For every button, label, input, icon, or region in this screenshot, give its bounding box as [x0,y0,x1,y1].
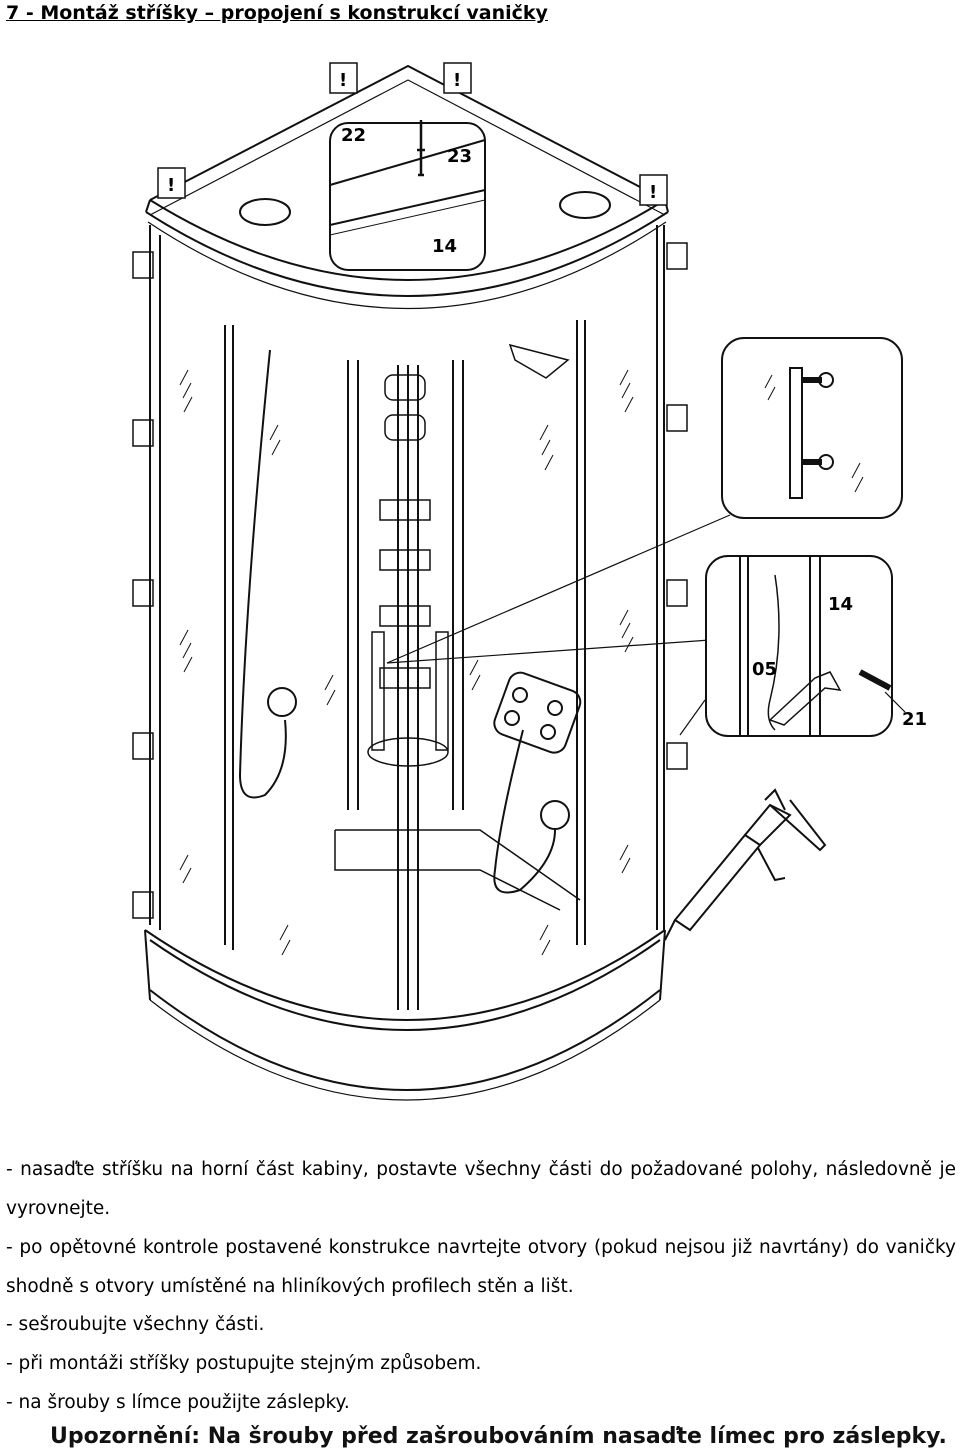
silicone-gun [664,788,827,941]
instruction-paragraph-4: - při montáži stříšky postupujte stejným… [6,1353,482,1374]
roof-light-left [239,198,291,226]
glass-hatching [179,369,634,956]
warning-mark-icon: ! [649,182,657,203]
shower-tray [144,829,666,1101]
warning-mark-icon: ! [167,175,175,196]
callout-bottom-label-05: 05 [752,659,777,680]
hoses [238,343,582,894]
callout-leader-lines [386,514,731,736]
instruction-paragraph-5: - na šrouby s límce použijte záslepky. [6,1392,350,1413]
instruction-paragraph-1: - nasaďte stříšku na horní část kabiny, … [6,1159,956,1219]
warning-note: Upozornění: Na šrouby před zašroubováním… [50,1424,947,1449]
instruction-paragraph-2: - po opětovné kontrole postavené konstru… [6,1237,956,1297]
callout-top-label-22: 22 [341,125,366,146]
instruction-paragraph-3: - sešroubujte všechny části. [6,1314,265,1335]
roof-canopy [145,64,669,309]
shower-cabin-assembly-diagram: 22 23 14 ! ! ! ! [132,62,927,1101]
warning-mark-icon: ! [339,70,347,91]
warning-markers: ! ! ! ! [157,62,668,206]
callout-profile-screw: 14 05 21 [705,555,927,737]
callout-top-label-23: 23 [447,146,472,167]
callout-bottom-label-14: 14 [828,594,853,615]
callout-top-label-14: 14 [432,236,457,257]
shower-column [367,374,449,767]
cabin-frame [149,225,665,1010]
section-heading: 7 - Montáž stříšky – propojení s konstru… [6,2,548,24]
callout-bottom-label-21: 21 [902,709,927,730]
side-bracket-tabs [132,242,688,919]
callout-roof-screw: 22 23 14 [329,120,486,271]
warning-mark-icon: ! [453,70,461,91]
callout-door-handle [721,337,903,519]
roof-light-right [559,191,611,219]
